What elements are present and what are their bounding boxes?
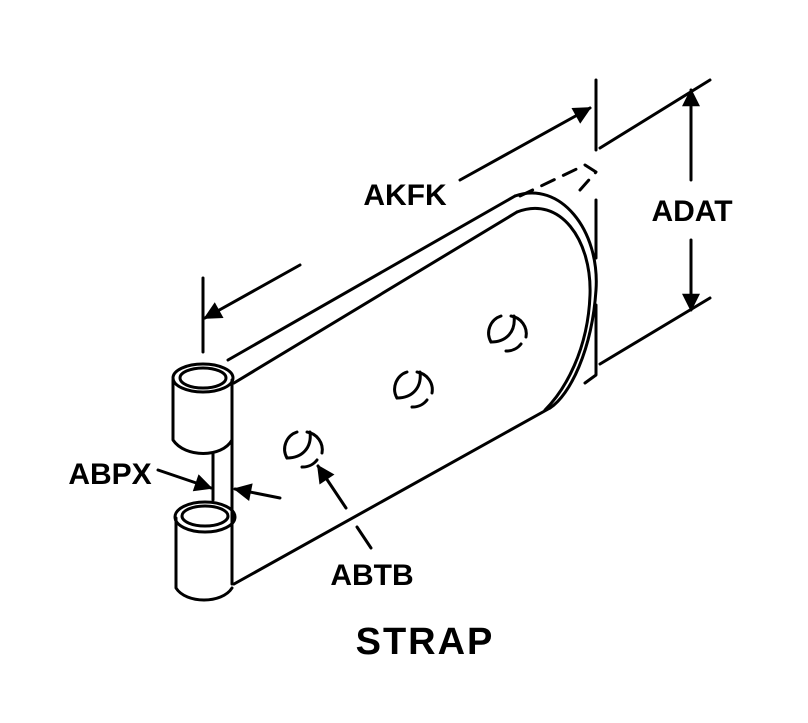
- dimension-abtb: ABTB: [316, 464, 414, 592]
- dimension-adat: ADAT: [598, 78, 733, 366]
- mounting-holes: [283, 314, 528, 469]
- label-abtb: ABTB: [330, 559, 413, 592]
- hinge-pin: [211, 438, 234, 586]
- label-adat: ADAT: [651, 195, 732, 228]
- label-akfk: AKFK: [363, 179, 447, 212]
- hinge-barrel-bottom: [173, 500, 237, 602]
- diagram-title: STRAP: [356, 621, 495, 663]
- hole: [283, 430, 324, 469]
- label-abpx: ABPX: [68, 458, 151, 491]
- hinge-barrel-top: [171, 362, 235, 455]
- hole: [393, 370, 434, 409]
- dimension-abpx: ABPX: [68, 458, 282, 502]
- dimension-akfk: AKFK: [201, 78, 598, 385]
- hole: [487, 314, 528, 353]
- strap-body: [226, 191, 598, 586]
